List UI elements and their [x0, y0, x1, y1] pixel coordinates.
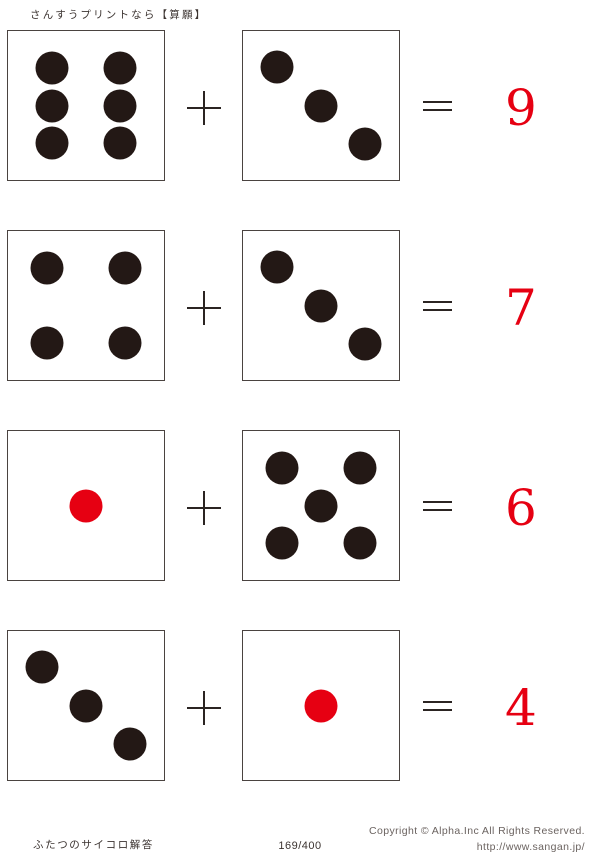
problem-row: 7: [0, 230, 600, 430]
die-pip: [260, 50, 294, 84]
die-pip: [265, 526, 299, 560]
die-pip: [103, 51, 137, 85]
problem-list: 9 7 6 4: [0, 30, 600, 830]
copyright-text: Copyright © Alpha.Inc All Rights Reserve…: [369, 825, 585, 837]
die-pip: [108, 251, 142, 285]
die-pip: [304, 289, 338, 322]
die-pip: [30, 251, 64, 285]
die-pip: [103, 126, 137, 160]
die-pip: [304, 489, 338, 522]
die-pip: [113, 727, 147, 761]
die-right: [242, 630, 400, 781]
answer-value: 4: [505, 679, 537, 737]
footer-label: ふたつのサイコロ解答: [33, 839, 154, 851]
die-pip: [304, 89, 338, 122]
answer-value: 7: [505, 279, 537, 337]
die-pip: [35, 126, 69, 160]
die-pip: [260, 250, 294, 284]
die-pip: [304, 689, 338, 722]
die-left: [7, 30, 165, 181]
footer: ふたつのサイコロ解答 169/400 Copyright © Alpha.Inc…: [0, 814, 600, 859]
page-number: 169/400: [278, 840, 322, 852]
die-pip: [348, 127, 382, 161]
die-pip: [103, 89, 137, 122]
answer-value: 6: [505, 479, 537, 537]
problem-row: 6: [0, 430, 600, 630]
die-pip: [30, 326, 64, 360]
die-pip: [35, 51, 69, 85]
die-pip: [69, 489, 103, 522]
website-url: http://www.sangan.jp/: [476, 841, 585, 853]
die-right: [242, 430, 400, 581]
die-pip: [343, 526, 377, 560]
die-pip: [25, 650, 59, 684]
die-right: [242, 30, 400, 181]
problem-row: 4: [0, 630, 600, 830]
page-title: さんすうプリントなら【算願】: [30, 9, 208, 21]
die-left: [7, 430, 165, 581]
die-pip: [343, 451, 377, 485]
die-left: [7, 230, 165, 381]
die-pip: [69, 689, 103, 722]
die-pip: [348, 327, 382, 361]
answer-value: 9: [505, 79, 537, 137]
die-pip: [265, 451, 299, 485]
problem-row: 9: [0, 30, 600, 230]
die-right: [242, 230, 400, 381]
die-pip: [108, 326, 142, 360]
die-left: [7, 630, 165, 781]
die-pip: [35, 89, 69, 122]
